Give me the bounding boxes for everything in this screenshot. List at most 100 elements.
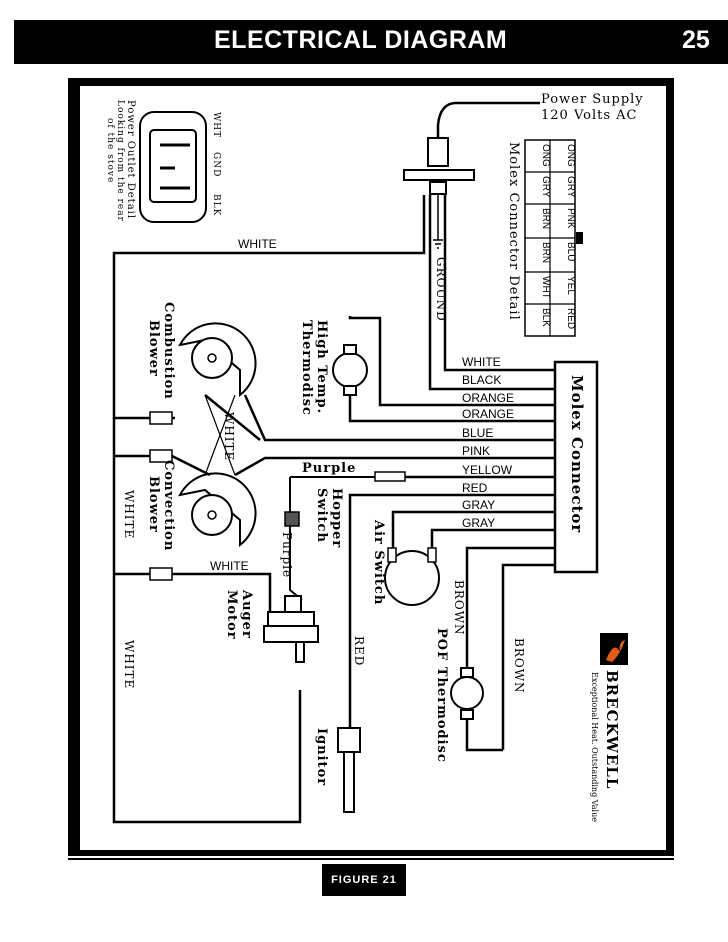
ground-label: GROUND [434, 257, 448, 322]
ignitor-label: Ignitor [314, 728, 329, 786]
brown-label-2: BROWN [512, 638, 526, 694]
pof-terminal-bottom [460, 709, 474, 720]
brown-wire-3 [465, 720, 503, 752]
molex-connector-label: Molex Connector [568, 375, 586, 533]
page-header: ELECTRICAL DIAGRAM 25 [14, 20, 728, 64]
power-plug-body [427, 137, 449, 167]
molex-detail-title: Molex Connector Detail [506, 142, 521, 321]
purple-inline-fuse [374, 471, 406, 482]
high-temp-label-1: High Temp. [314, 320, 329, 414]
pof-label: POF Thermodisc [434, 628, 449, 763]
pink-wire [234, 456, 555, 477]
white-neutral-wires [112, 418, 302, 824]
blower-cross-wires [204, 394, 236, 476]
black-supply-wire [443, 195, 555, 372]
high-temp-terminal-top [343, 344, 357, 355]
ignitor-rod [343, 751, 355, 813]
figure-label: FIGURE 21 [322, 864, 406, 896]
combustion-label-2: Blower [146, 320, 161, 377]
figure-rule [68, 858, 674, 860]
wire-label-red: RED [462, 481, 488, 495]
auger-label-1: Auger [239, 589, 254, 639]
combustion-blower-shaft [207, 353, 217, 363]
high-temp-thermodisc [332, 352, 368, 388]
molex-detail-cell: PNK [565, 208, 576, 229]
molex-detail-cell: GRY [565, 176, 576, 198]
convection-blower-shaft [207, 510, 217, 520]
power-cord [436, 101, 540, 140]
white-blower-label: WHITE [222, 412, 236, 461]
auger-motor-shaft [295, 641, 305, 663]
orange-wire-1 [348, 316, 555, 407]
orange-wire-2 [348, 395, 555, 423]
white-left-label: WHITE [122, 490, 136, 539]
wire-label-gray-1: GRAY [462, 498, 495, 512]
auger-label-2: Motor [224, 590, 239, 640]
air-switch-terminal-2 [427, 547, 437, 563]
brand-name: BRECKWELL [603, 670, 621, 789]
ground-wire [428, 195, 555, 391]
white-main-label: WHITE [238, 237, 277, 251]
high-temp-terminal-bottom [343, 385, 357, 396]
outlet-detail-line-2: Looking from the rear [115, 100, 125, 222]
convection-blower-housing [178, 472, 257, 548]
molex-detail-cell: GRY [540, 176, 551, 198]
power-plug-flange [403, 169, 475, 181]
outlet-pin-wht: WHT [211, 112, 221, 138]
wire-label-blue: BLUE [462, 426, 493, 440]
molex-detail-cell: BRN [540, 242, 551, 263]
ground-symbol [433, 195, 443, 249]
combustion-blower-housing [178, 322, 257, 398]
red-wire [348, 493, 555, 728]
outlet-face [149, 129, 197, 203]
molex-connector-box [553, 360, 599, 574]
purple-vertical-label: Purple [280, 532, 294, 578]
molex-detail-cell: ONG [540, 144, 551, 167]
auger-motor-top [284, 595, 302, 613]
purple-label: Purple [302, 461, 356, 476]
combustion-label-1: Combustion [161, 302, 176, 400]
ignitor-body [337, 727, 361, 753]
brown-wire-1 [465, 546, 555, 668]
convection-label-2: Blower [146, 476, 161, 533]
wire-label-orange-2: ORANGE [462, 407, 514, 421]
white-auger-label: WHITE [210, 559, 249, 573]
gray-wire-1 [391, 510, 555, 560]
convection-label-1: Convection [161, 460, 176, 551]
page-number: 25 [682, 26, 710, 54]
white-lower-label: WHITE [122, 640, 136, 689]
pof-thermodisc [450, 676, 484, 710]
molex-detail-cell: BLU [565, 242, 576, 261]
outlet-pin-blk: BLK [211, 194, 221, 216]
molex-detail-cell: BLK [540, 308, 551, 327]
flame-icon [606, 640, 625, 662]
wire-label-orange-1: ORANGE [462, 391, 514, 405]
auger-white-wire [172, 572, 272, 612]
auger-motor-body-2 [263, 625, 319, 643]
page-title: ELECTRICAL DIAGRAM [214, 26, 508, 54]
outlet-detail-line-3: of the stove [105, 118, 115, 183]
combustion-blower-plug [149, 411, 173, 425]
molex-detail-cell: RED [565, 308, 576, 329]
molex-detail-cell: YEL [565, 276, 576, 295]
outlet-pins [160, 143, 190, 190]
molex-detail-cell: BRN [540, 208, 551, 229]
molex-detail-cell: ONG [565, 144, 576, 167]
brown-wire-2 [501, 563, 555, 750]
air-switch-label: Air Switch [371, 519, 386, 605]
wire-label-black: BLACK [462, 373, 501, 387]
molex-detail-cell: WHT [540, 276, 551, 299]
air-switch-terminal-1 [387, 547, 397, 563]
blue-wire [243, 394, 555, 442]
wire-label-pink: PINK [462, 444, 490, 458]
brand-tagline: Exceptional Heat. Outstanding Value [590, 672, 599, 822]
white-main-wire [112, 195, 426, 420]
power-supply-line-1: Power Supply [541, 92, 644, 107]
molex-detail-gridlines [525, 140, 575, 336]
power-plug-tail [429, 181, 447, 195]
hopper-switch [284, 511, 300, 527]
wire-label-gray-2: GRAY [462, 516, 495, 530]
air-switch [384, 550, 440, 606]
wire-label-white: WHITE [462, 355, 501, 369]
